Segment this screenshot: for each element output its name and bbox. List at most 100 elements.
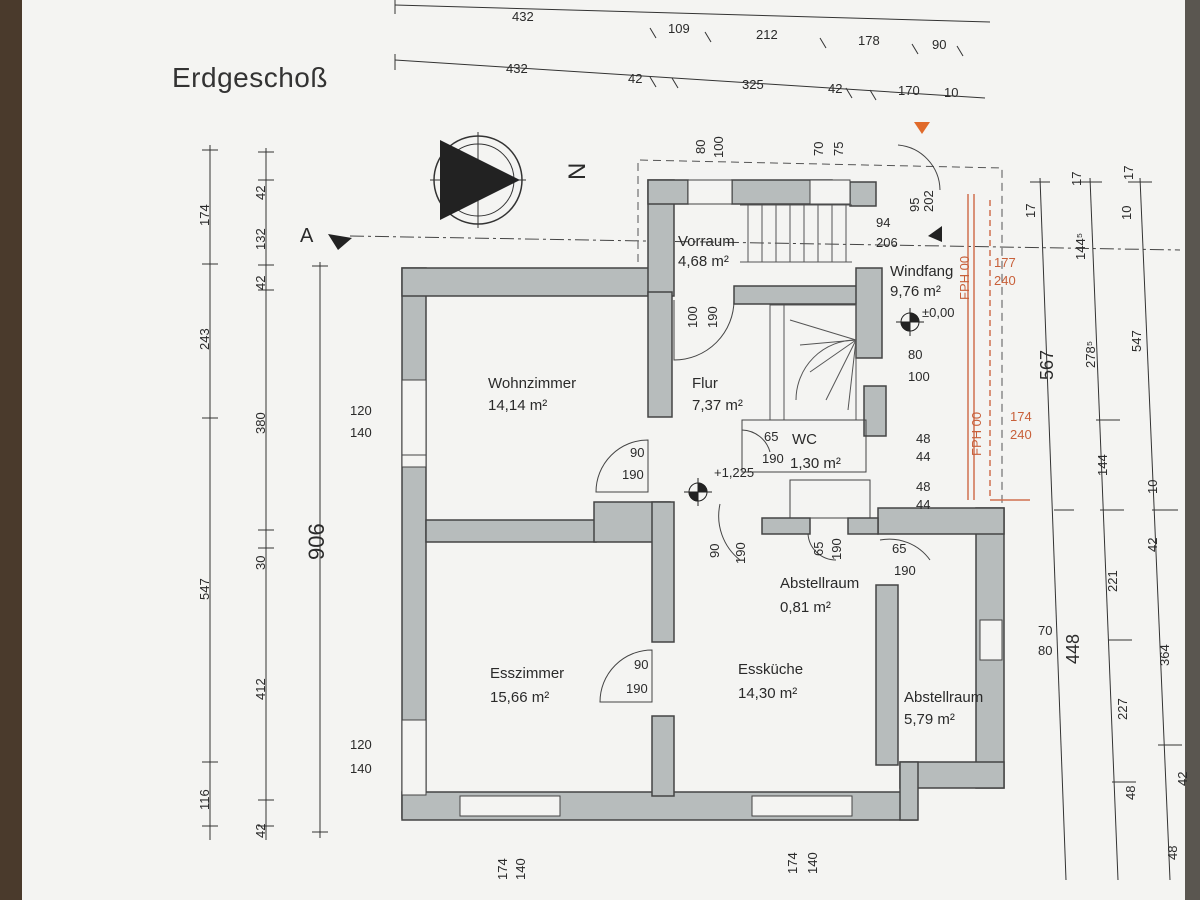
room-wohnzimmer-name: Wohnzimmer bbox=[488, 375, 577, 392]
room-windfang-area: 9,76 m² bbox=[890, 283, 941, 300]
dim-right3-6: 48 bbox=[1165, 845, 1180, 860]
north-label: N bbox=[564, 162, 591, 180]
room-abstellraum-small-area: 0,81 m² bbox=[780, 599, 831, 616]
dim-right3-5: 364 bbox=[1157, 644, 1172, 666]
dim-window-ess-w: 120 bbox=[350, 737, 372, 752]
room-esskueche-area: 14,30 m² bbox=[738, 685, 798, 702]
dim-left2-1: 132 bbox=[253, 228, 268, 250]
dim-wc-door-h: 190 bbox=[762, 451, 784, 466]
dim-left2-2: 42 bbox=[253, 275, 268, 290]
door-swings bbox=[595, 144, 941, 703]
dim-window-top-b-h: 75 bbox=[831, 141, 846, 156]
dim-stair-opening-w: 94 bbox=[876, 215, 891, 230]
dim-top2-2: 325 bbox=[742, 77, 764, 92]
dim-red-b-1: 174 bbox=[1010, 409, 1032, 424]
dim-bottom-1: 140 bbox=[513, 858, 528, 880]
dim-door-kitchen-w: 90 bbox=[707, 543, 722, 558]
dim-window-top-a-h: 100 bbox=[711, 136, 726, 158]
dashed-outline bbox=[637, 159, 1003, 510]
dim-right-pair-3: 44 bbox=[916, 497, 931, 512]
dim-small-top-h: 202 bbox=[921, 190, 936, 212]
windows bbox=[401, 179, 1003, 817]
dim-red-a-1: 177 bbox=[994, 255, 1016, 270]
dim-top1-4: 90 bbox=[932, 37, 947, 52]
dim-door-flur-w: 90 bbox=[630, 445, 645, 460]
level-flur: +1,225 bbox=[714, 465, 755, 480]
dim-window-top-b-w: 70 bbox=[811, 141, 826, 156]
dim-right3-1: 17 bbox=[1121, 165, 1136, 180]
dim-right-pair-2: 48 bbox=[916, 479, 931, 494]
room-vorraum-name: Vorraum bbox=[678, 233, 735, 250]
section-label: A bbox=[300, 225, 314, 247]
dim-door-ess-w: 90 bbox=[634, 657, 649, 672]
dim-window-wohn-h: 140 bbox=[350, 425, 372, 440]
room-abstellraum-big-area: 5,79 m² bbox=[904, 711, 955, 728]
room-vorraum-area: 4,68 m² bbox=[678, 253, 729, 270]
dim-door-vorraum-h: 190 bbox=[705, 306, 720, 328]
dim-right3-3: 10 bbox=[1145, 479, 1160, 494]
room-windfang-name: Windfang bbox=[890, 263, 954, 280]
dim-left2-6: 42 bbox=[253, 823, 268, 838]
dim-right2-6: 48 bbox=[1123, 785, 1138, 800]
red-elements bbox=[967, 194, 1030, 501]
room-esskueche-name: Essküche bbox=[738, 661, 804, 678]
level-markers bbox=[684, 308, 924, 506]
section-arrow bbox=[328, 234, 352, 250]
room-wohnzimmer-area: 14,14 m² bbox=[488, 397, 548, 414]
dim-right3-0: 10 bbox=[1119, 205, 1134, 220]
dim-window-wohn-w: 120 bbox=[350, 403, 372, 418]
left-dimension-lines bbox=[202, 145, 328, 840]
fph-label-2: FPH 00 bbox=[969, 411, 984, 456]
room-flur-name: Flur bbox=[692, 375, 718, 392]
dim-left1-1: 243 bbox=[197, 328, 212, 350]
dim-top2-1: 42 bbox=[628, 71, 643, 86]
dim-right1-0: 17 bbox=[1023, 203, 1038, 218]
dim-total-left: 906 bbox=[304, 523, 329, 560]
dim-top1-2: 212 bbox=[756, 27, 778, 42]
dim-right2-0: 17 bbox=[1069, 171, 1084, 186]
dim-top2-0: 432 bbox=[506, 61, 528, 76]
wc-box bbox=[741, 419, 871, 519]
dim-bottom-3: 140 bbox=[805, 852, 820, 874]
dim-window-ess-h: 140 bbox=[350, 761, 372, 776]
dim-door-abst-big-w: 65 bbox=[892, 541, 907, 556]
room-esszimmer-name: Esszimmer bbox=[490, 665, 565, 682]
dim-right2-4: 221 bbox=[1105, 570, 1120, 592]
dim-top2-3: 42 bbox=[828, 81, 843, 96]
room-wc-area: 1,30 m² bbox=[790, 455, 841, 472]
dim-windfang-door-h: 100 bbox=[908, 369, 930, 384]
dim-window-top-a-w: 80 bbox=[693, 139, 708, 154]
entrance-arrow bbox=[914, 122, 930, 134]
dim-red-b-2: 240 bbox=[1010, 427, 1032, 442]
north-arrow-needle bbox=[440, 140, 520, 220]
stair-arrow bbox=[928, 226, 942, 242]
dim-left1-2: 547 bbox=[197, 578, 212, 600]
section-line-a bbox=[349, 235, 1181, 251]
dim-top1-3: 178 bbox=[858, 33, 880, 48]
dim-door-ess-h: 190 bbox=[626, 681, 648, 696]
table-edge bbox=[0, 0, 22, 900]
dim-red-a-2: 240 bbox=[994, 273, 1016, 288]
dim-left2-0: 42 bbox=[253, 185, 268, 200]
dim-bottom-0: 174 bbox=[495, 858, 510, 880]
dim-right-window-h: 80 bbox=[1038, 643, 1053, 658]
dim-top1-1: 109 bbox=[668, 21, 690, 36]
dim-right-window-w: 70 bbox=[1038, 623, 1053, 638]
dim-door-kitchen-h: 190 bbox=[733, 542, 748, 564]
dim-right-pair-0: 48 bbox=[916, 431, 931, 446]
dim-right2-3: 144 bbox=[1095, 454, 1110, 476]
level-entry: ±0,00 bbox=[922, 305, 955, 320]
dim-right2-2: 278⁵ bbox=[1083, 340, 1098, 368]
fph-label-1: FPH 00 bbox=[957, 255, 972, 300]
dim-door-abst-small-h: 190 bbox=[829, 538, 844, 560]
dim-wc-door-w: 65 bbox=[764, 429, 779, 444]
dim-top1-0: 432 bbox=[512, 9, 534, 24]
dim-left2-5: 412 bbox=[253, 678, 268, 700]
dim-right-pair-1: 44 bbox=[916, 449, 931, 464]
dim-top2-5: 10 bbox=[944, 85, 959, 100]
dim-right1-2: 448 bbox=[1063, 633, 1083, 664]
room-abstellraum-small-name: Abstellraum bbox=[780, 575, 860, 592]
dim-left2-4: 30 bbox=[253, 555, 268, 570]
dim-left2-3: 380 bbox=[253, 412, 268, 434]
